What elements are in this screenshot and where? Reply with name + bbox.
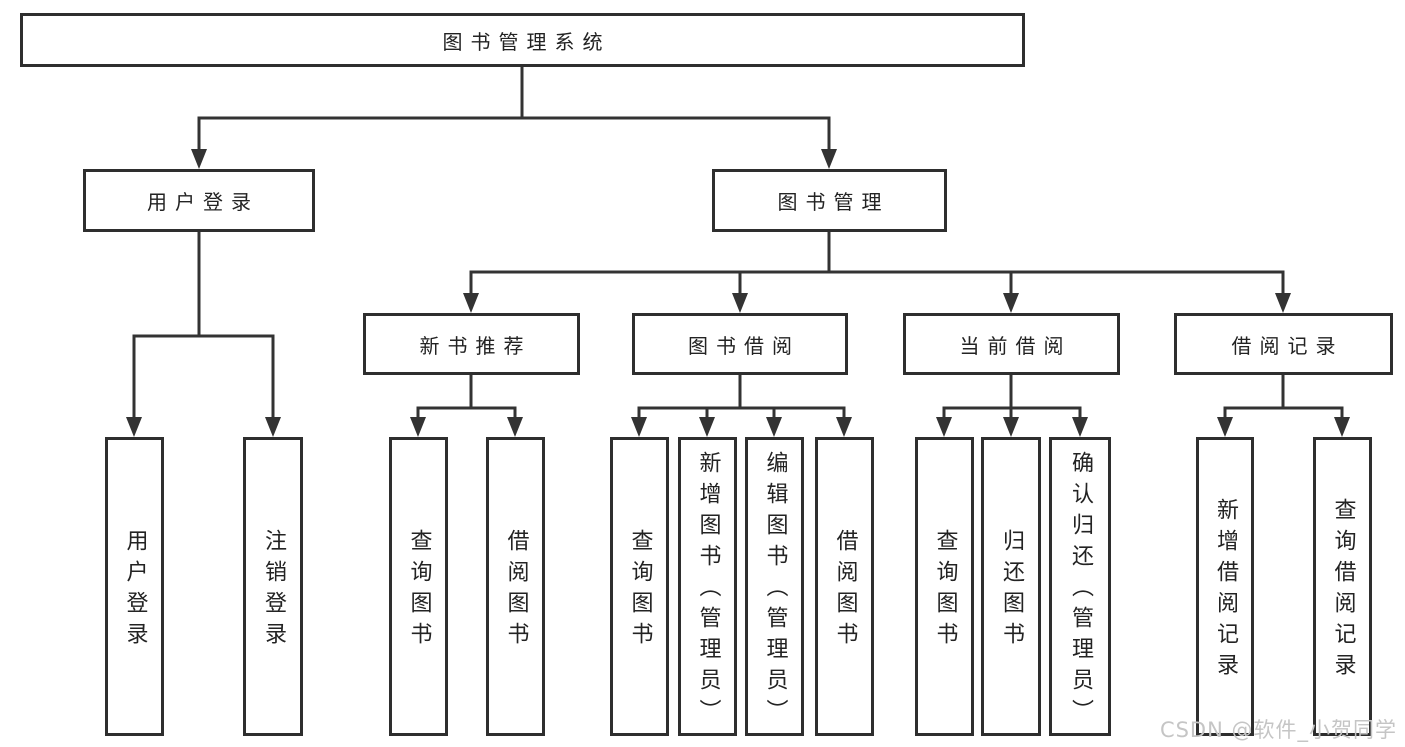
leaf-add-borrow-record: 新增借阅记录 [1196, 437, 1254, 736]
arrowhead-icon [821, 149, 837, 169]
node-book-management-label: 图书管理 [777, 190, 890, 214]
leaf-confirm-return-admin: 确认归还（管理员） [1049, 437, 1111, 736]
connector-branch [410, 373, 523, 437]
arrowhead-icon [126, 417, 142, 437]
node-book-management: 图书管理 [712, 169, 947, 232]
arrowhead-icon [836, 417, 852, 437]
leaf-logout-label: 注销登录 [261, 528, 286, 653]
connector-line [416, 373, 517, 433]
arrowhead-icon [1334, 417, 1350, 437]
arrowhead-icon [265, 417, 281, 437]
node-root: 图书管理系统 [20, 13, 1025, 67]
leaf-borrow-book-recommend: 借阅图书 [486, 437, 545, 736]
arrowhead-icon [936, 417, 952, 437]
leaf-borrow-book-recommend-label: 借阅图书 [503, 528, 529, 653]
leaf-edit-book-admin-label: 编辑图书（管理员） [762, 451, 788, 730]
connector-branch [936, 373, 1088, 437]
leaf-edit-book-admin: 编辑图书（管理员） [745, 437, 804, 736]
arrowhead-icon [1072, 417, 1088, 437]
node-user-login: 用户登录 [83, 169, 315, 232]
leaf-query-book-current-label: 查询图书 [932, 528, 958, 653]
arrowhead-icon [1275, 293, 1291, 313]
arrowhead-icon [1003, 293, 1019, 313]
leaf-query-book-borrow: 查询图书 [610, 437, 669, 736]
connector-branch [191, 65, 837, 169]
connector-branch [1217, 373, 1350, 437]
connector-branch [126, 230, 281, 437]
leaf-borrow-book-label: 借阅图书 [832, 528, 858, 653]
node-new-book-recommend-label: 新书推荐 [419, 333, 532, 358]
csdn-watermark: CSDN @软件_小贺同学 [1159, 718, 1397, 742]
leaf-add-book-admin: 新增图书（管理员） [678, 437, 737, 736]
leaf-query-book-recommend: 查询图书 [389, 437, 448, 736]
connector-branch [463, 230, 1291, 313]
connector-line [469, 230, 1285, 309]
arrowhead-icon [1217, 417, 1233, 437]
node-current-borrow: 当前借阅 [903, 313, 1120, 375]
leaf-query-book-current: 查询图书 [915, 437, 974, 736]
leaf-query-book-borrow-label: 查询图书 [627, 528, 653, 653]
connector-line [1223, 373, 1344, 433]
connector-line [197, 65, 831, 165]
arrowhead-icon [191, 149, 207, 169]
connector-branch [631, 373, 852, 437]
leaf-return-book-label: 归还图书 [999, 528, 1024, 653]
leaf-add-book-admin-label: 新增图书（管理员） [695, 451, 721, 730]
node-new-book-recommend: 新书推荐 [363, 313, 580, 375]
leaf-logout: 注销登录 [243, 437, 303, 736]
node-current-borrow-label: 当前借阅 [959, 333, 1072, 358]
leaf-return-book: 归还图书 [981, 437, 1041, 736]
connector-line [132, 230, 275, 433]
leaf-user-login-label: 用户登录 [122, 528, 148, 653]
arrowhead-icon [732, 293, 748, 313]
leaf-borrow-book: 借阅图书 [815, 437, 874, 736]
arrowhead-icon [410, 417, 426, 437]
node-book-borrow-label: 图书借阅 [688, 333, 800, 358]
leaf-query-borrow-record-label: 查询借阅记录 [1330, 497, 1356, 684]
arrowhead-icon [699, 417, 715, 437]
arrowhead-icon [766, 417, 782, 437]
node-user-login-label: 用户登录 [147, 190, 259, 214]
node-root-label: 图书管理系统 [442, 29, 611, 54]
leaf-query-borrow-record: 查询借阅记录 [1313, 437, 1372, 736]
leaf-user-login: 用户登录 [105, 437, 164, 736]
connector-line [637, 373, 846, 433]
arrowhead-icon [463, 293, 479, 313]
leaf-query-book-recommend-label: 查询图书 [406, 528, 432, 653]
node-book-borrow: 图书借阅 [632, 313, 848, 375]
arrowhead-icon [631, 417, 647, 437]
leaf-confirm-return-admin-label: 确认归还（管理员） [1068, 451, 1093, 730]
leaf-add-borrow-record-label: 新增借阅记录 [1213, 497, 1238, 684]
node-borrow-records-label: 借阅记录 [1231, 333, 1344, 358]
node-borrow-records: 借阅记录 [1174, 313, 1393, 375]
arrowhead-icon [507, 417, 523, 437]
arrowhead-icon [1003, 417, 1019, 437]
